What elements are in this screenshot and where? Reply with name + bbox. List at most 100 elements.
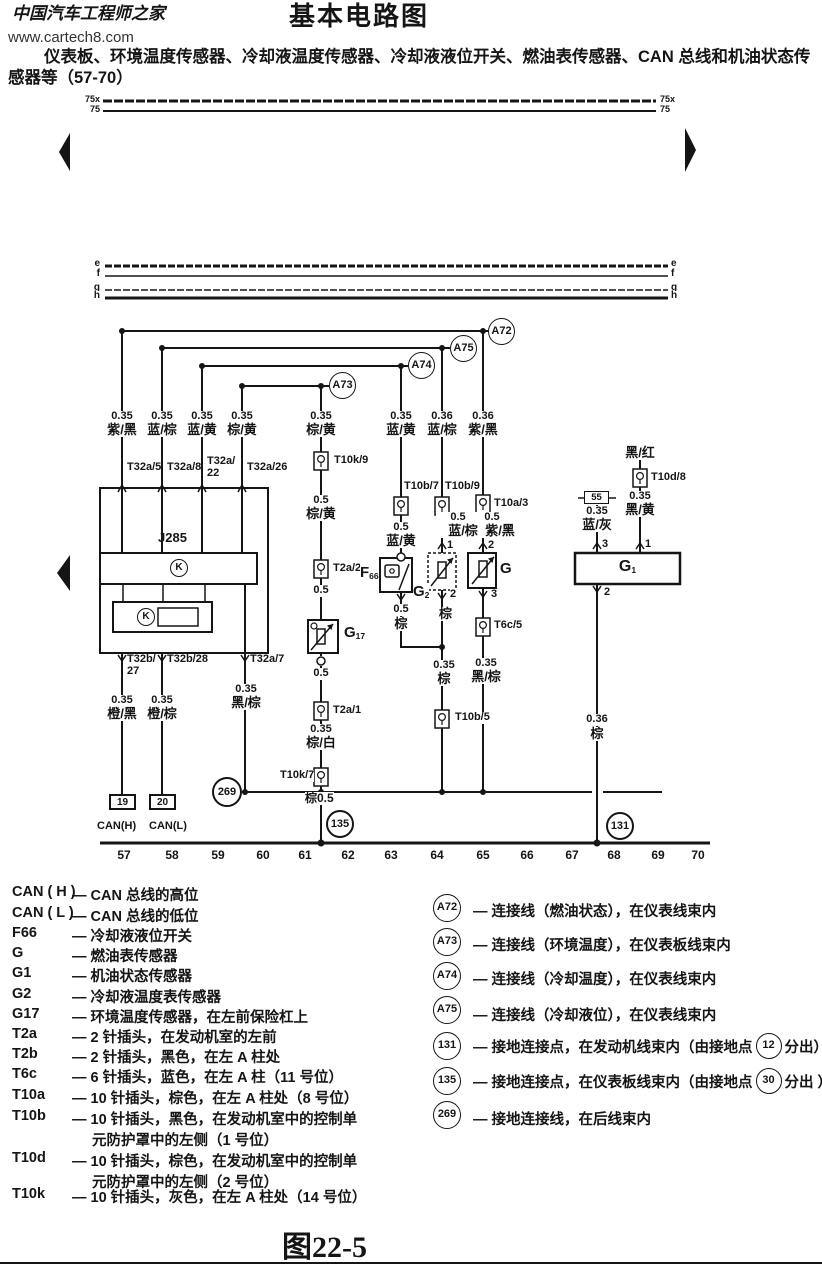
legend-desc: — 接地连接线，在后线束内 (473, 1112, 652, 1128)
wire5-color5: 棕/白 (299, 736, 343, 750)
canh-color: 橙/黑 (100, 707, 144, 721)
wire6-size2: 0.5 (379, 521, 423, 534)
terminal-t10a3: T10a/3 (494, 497, 529, 510)
ground-point-30: 30 (755, 1068, 782, 1094)
wire3b-size: 0.35 (224, 683, 268, 696)
legend-desc: — CAN 总线的低位 (72, 909, 199, 925)
bus-label-75x-left: 75x (78, 94, 100, 105)
bus-label-f-left: f (88, 268, 100, 280)
wire8-color: 紫/黑 (461, 423, 505, 437)
wire2-color: 蓝/棕 (140, 423, 184, 437)
wire5-size3: 0.5 (299, 584, 343, 597)
wire8-color4: 黑/棕 (464, 670, 508, 684)
canl-color: 橙/棕 (140, 707, 184, 721)
can-l-label: CAN(L) (149, 820, 187, 832)
legend-desc: — 连接线（冷却温度），在仪表线束内 (473, 972, 717, 988)
legend-node-a72: A72 (433, 894, 461, 922)
track-number: 67 (565, 848, 579, 862)
terminal-t32b27-line1: T32b/ (127, 653, 156, 666)
page-title: 基本电路图 (289, 1, 430, 31)
g-pin-3: 3 (491, 588, 498, 601)
legend-term: G1 (12, 965, 32, 981)
node-131: 131 (606, 812, 634, 840)
wire4-color: 棕/黄 (220, 423, 264, 437)
wire6-color2: 蓝/黄 (379, 534, 423, 548)
bus-label-h-left: h (88, 290, 100, 302)
node-269: 269 (212, 777, 242, 807)
figure-caption: 图22-5 (282, 1231, 367, 1264)
g-pin-2: 2 (488, 539, 495, 552)
wire7-size2: 0.5 (436, 511, 480, 524)
bottom-rule (0, 1262, 822, 1264)
wire6-color: 蓝/黄 (379, 423, 423, 437)
wire6-color3: 棕 (379, 617, 423, 631)
terminal-t32a5: T32a/5 (127, 461, 162, 474)
g1-out-color: 棕 (575, 727, 619, 741)
g1-pin-3: 3 (602, 538, 609, 551)
site-logo: 中国汽车工程师之家 (12, 4, 165, 23)
legend-desc: — 10 针插头，黑色，在发动机室中的控制单 (72, 1112, 358, 1128)
terminal-t32a22-line2: 22 (207, 467, 220, 480)
wire5-size4: 0.5 (299, 667, 343, 680)
terminal-t32a26: T32a/26 (247, 461, 288, 474)
node-a72: A72 (488, 318, 515, 345)
legend-term: CAN ( L ) (12, 905, 74, 921)
component-label-g17: G17 (344, 624, 366, 641)
component-label-f66: F66 (360, 564, 379, 581)
legend-desc: — 2 针插头，在发动机室的左前 (72, 1030, 277, 1046)
canl-size: 0.35 (140, 694, 184, 707)
wire5-size2: 0.5 (299, 494, 343, 507)
terminal-t32a7: T32a/7 (250, 653, 285, 666)
terminal-t32a22-line1: T32a/ (207, 455, 236, 468)
wire3b-color: 黑/棕 (224, 696, 268, 710)
legend-desc-cont: 元防护罩中的左侧（2 号位） (92, 1175, 279, 1191)
site-url: www.cartech8.com (8, 29, 134, 46)
legend-node-131: 131 (433, 1032, 461, 1060)
legend-desc: — 6 针插头，蓝色，在左 A 柱（11 号位） (72, 1070, 343, 1086)
wire5-size: 0.35 (299, 410, 343, 423)
wire8-size2: 0.5 (470, 511, 514, 524)
bus-label-g-left: g (88, 282, 100, 294)
legend-term: T10k (12, 1186, 46, 1202)
terminal-t32a8: T32a/8 (167, 461, 202, 474)
legend-term: T10a (12, 1087, 46, 1103)
component-label-j285: J285 (158, 530, 187, 545)
component-label-g: G (500, 560, 512, 577)
legend-desc: — 燃油表传感器 (72, 949, 178, 965)
bus-label-75x-right: 75x (660, 94, 676, 105)
legend-term: CAN ( H ) (12, 884, 76, 900)
wire8-size: 0.36 (461, 410, 505, 423)
terminal-t10k7: T10k/7 (280, 769, 315, 782)
terminal-t10b9: T10b/9 (445, 480, 480, 493)
wire2-size: 0.35 (140, 410, 184, 423)
legend-desc: — 10 针插头，棕色，在左 A 柱处（8 号位） (72, 1091, 359, 1107)
bus-label-e-left: e (88, 258, 100, 270)
legend-node-a73: A73 (433, 928, 461, 956)
wire7-size: 0.36 (420, 410, 464, 423)
g1-pin-2: 2 (604, 586, 611, 599)
node-a73: A73 (329, 372, 356, 399)
wire9-size: 0.35 (575, 505, 619, 518)
terminal-t10b7: T10b/7 (404, 480, 439, 493)
bus-label-g-right: g (671, 282, 678, 294)
legend-desc: — 机油状态传感器 (72, 969, 193, 985)
g1-out-size: 0.36 (575, 713, 619, 726)
wire7-color: 蓝/棕 (420, 423, 464, 437)
bus-label-h-right: h (671, 290, 678, 302)
track-number: 66 (520, 848, 534, 862)
track-number: 62 (341, 848, 355, 862)
wire5-size5: 0.35 (299, 723, 343, 736)
legend-desc: — 连接线（环境温度），在仪表板线束内 (473, 938, 731, 954)
subtitle-line2: 感器等（57-70） (8, 69, 133, 88)
legend-desc: — 环境温度传感器，在左前保险杠上 (72, 1010, 309, 1026)
terminal-t6c5: T6c/5 (494, 619, 523, 632)
g2-pin-2: 2 (450, 588, 457, 601)
j285-k-symbol-1: K (170, 559, 188, 577)
wire5-size6: 棕0.5 (305, 791, 334, 805)
wire3-size: 0.35 (180, 410, 224, 423)
legend-term: T2a (12, 1026, 37, 1042)
legend-desc: — 连接线（冷却液位），在仪表线束内 (473, 1008, 717, 1024)
bus-label-75-left: 75 (78, 104, 100, 115)
